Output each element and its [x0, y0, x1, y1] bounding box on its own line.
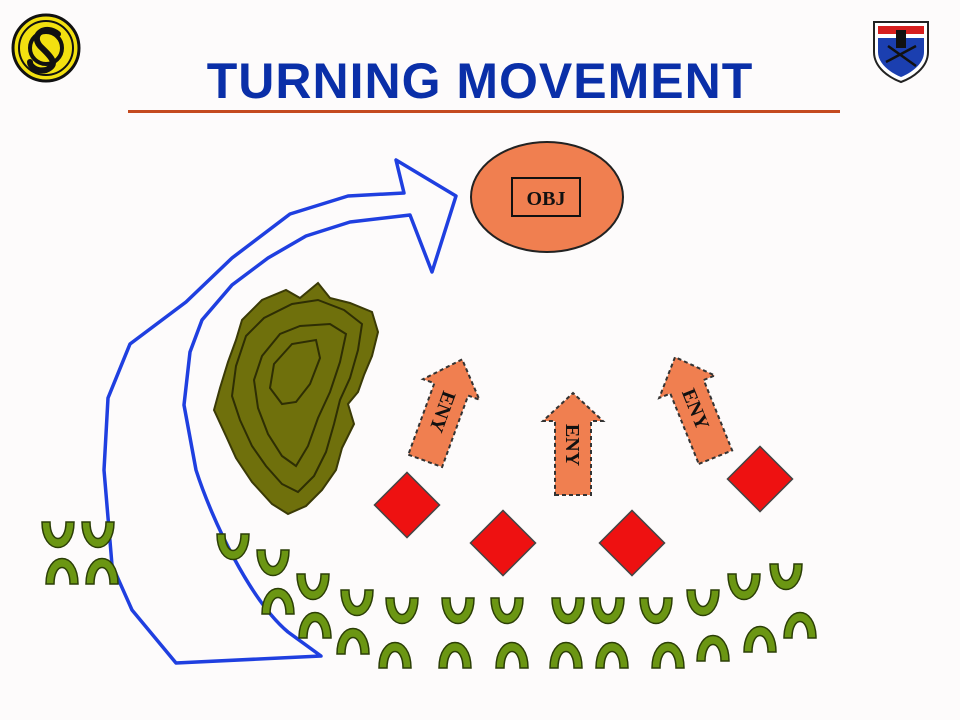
- enemy-diamond-icon: [726, 445, 794, 513]
- infantry-arc-icon: [495, 641, 529, 669]
- infantry-arc-icon: [41, 521, 75, 549]
- infantry-arc-icon: [298, 611, 332, 639]
- slide-title: TURNING MOVEMENT: [206, 53, 754, 109]
- infantry-arc-icon: [441, 597, 475, 625]
- infantry-arc-icon: [783, 611, 817, 639]
- infantry-arc-icon: [591, 597, 625, 625]
- infantry-arc-icon: [639, 597, 673, 625]
- enemy-diamond-icon: [598, 509, 666, 577]
- infantry-arc-icon: [686, 589, 720, 617]
- enemy-arrow-label: ENY: [561, 424, 583, 467]
- enemy-positions: [373, 445, 794, 577]
- infantry-arc-icon: [727, 573, 761, 601]
- enemy-arrow-3: ENY: [657, 355, 734, 466]
- infantry-arc-icon: [651, 641, 685, 669]
- unit-crest-icon: [873, 21, 929, 84]
- infantry-arc-icon: [743, 625, 777, 653]
- infantry-arc-icon: [490, 597, 524, 625]
- infantry-arc-icon: [769, 563, 803, 591]
- infantry-arc-icon: [378, 641, 412, 669]
- infantry-arc-icon: [45, 557, 79, 585]
- title-underline: [128, 110, 840, 113]
- infantry-arc-icon: [296, 573, 330, 601]
- terrain-hill: [212, 281, 380, 516]
- corps-emblem-icon: [11, 13, 81, 83]
- infantry-arc-icon: [549, 641, 583, 669]
- infantry-arc-icon: [696, 634, 730, 662]
- infantry-arc-icon: [595, 641, 629, 669]
- infantry-arc-icon: [261, 587, 295, 615]
- infantry-arc-icon: [438, 641, 472, 669]
- enemy-arrow-2: ENY: [540, 391, 606, 496]
- infantry-arc-icon: [336, 627, 370, 655]
- enemy-diamond-icon: [469, 509, 537, 577]
- infantry-arc-icon: [385, 597, 419, 625]
- infantry-arc-icon: [551, 597, 585, 625]
- infantry-arc-icon: [340, 589, 374, 617]
- turning-movement-arrow: [102, 158, 458, 665]
- friendly-units: [41, 521, 817, 669]
- infantry-arc-icon: [216, 533, 250, 561]
- enemy-diamond-icon: [373, 471, 441, 539]
- objective-label: OBJ: [527, 188, 566, 210]
- enemy-arrow-1: ENY: [407, 358, 482, 469]
- objective-label-box: [511, 177, 581, 217]
- infantry-arc-icon: [256, 549, 290, 577]
